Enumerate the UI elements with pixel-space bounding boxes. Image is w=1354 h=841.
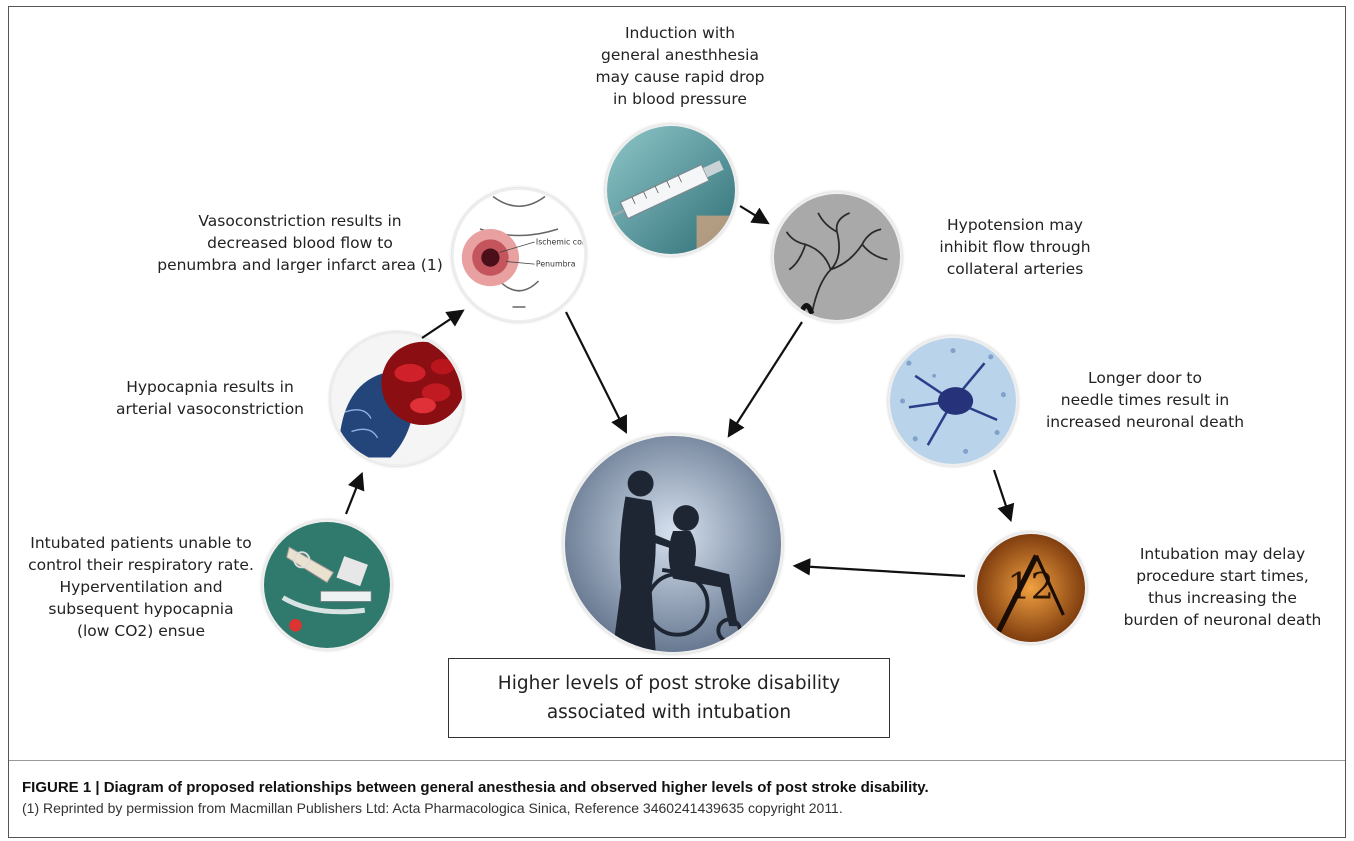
intubation-kit-image: [262, 520, 392, 650]
brain-penumbra-image: Ischemic core Penumbra: [452, 188, 586, 322]
neuron-image: [888, 336, 1018, 466]
label-vasoconstriction: Vasoconstriction results in decreased bl…: [157, 212, 443, 274]
clock-image: 12: [975, 532, 1087, 644]
figure-caption-note: (1) Reprinted by permission from Macmill…: [22, 800, 843, 816]
figure-caption-title: FIGURE 1 | Diagram of proposed relations…: [22, 779, 929, 796]
wheelchair-image: [563, 434, 783, 654]
syringe-image: [605, 124, 737, 256]
outcome-box: Higher levels of post stroke disability …: [448, 658, 890, 738]
caption-divider: [9, 760, 1345, 761]
svg-text:Ischemic core: Ischemic core: [536, 238, 584, 247]
figure-frame: [8, 6, 1346, 838]
angiogram-image: [772, 192, 902, 322]
label-hypocapnia: Hypocapnia results in arterial vasoconst…: [116, 378, 304, 418]
label-door-to-needle: Longer door to needle times result in in…: [1045, 369, 1245, 431]
label-intubated-patients: Intubated patients unable to control the…: [28, 534, 254, 640]
svg-text:Penumbra: Penumbra: [536, 260, 576, 269]
label-delay: Intubation may delay procedure start tim…: [1123, 545, 1322, 629]
label-hypotension: Hypotension may inhibit flow through col…: [939, 216, 1091, 278]
blood-cells-head-image: [330, 332, 464, 466]
label-induction: Induction with general anesthhesia may c…: [595, 24, 765, 108]
